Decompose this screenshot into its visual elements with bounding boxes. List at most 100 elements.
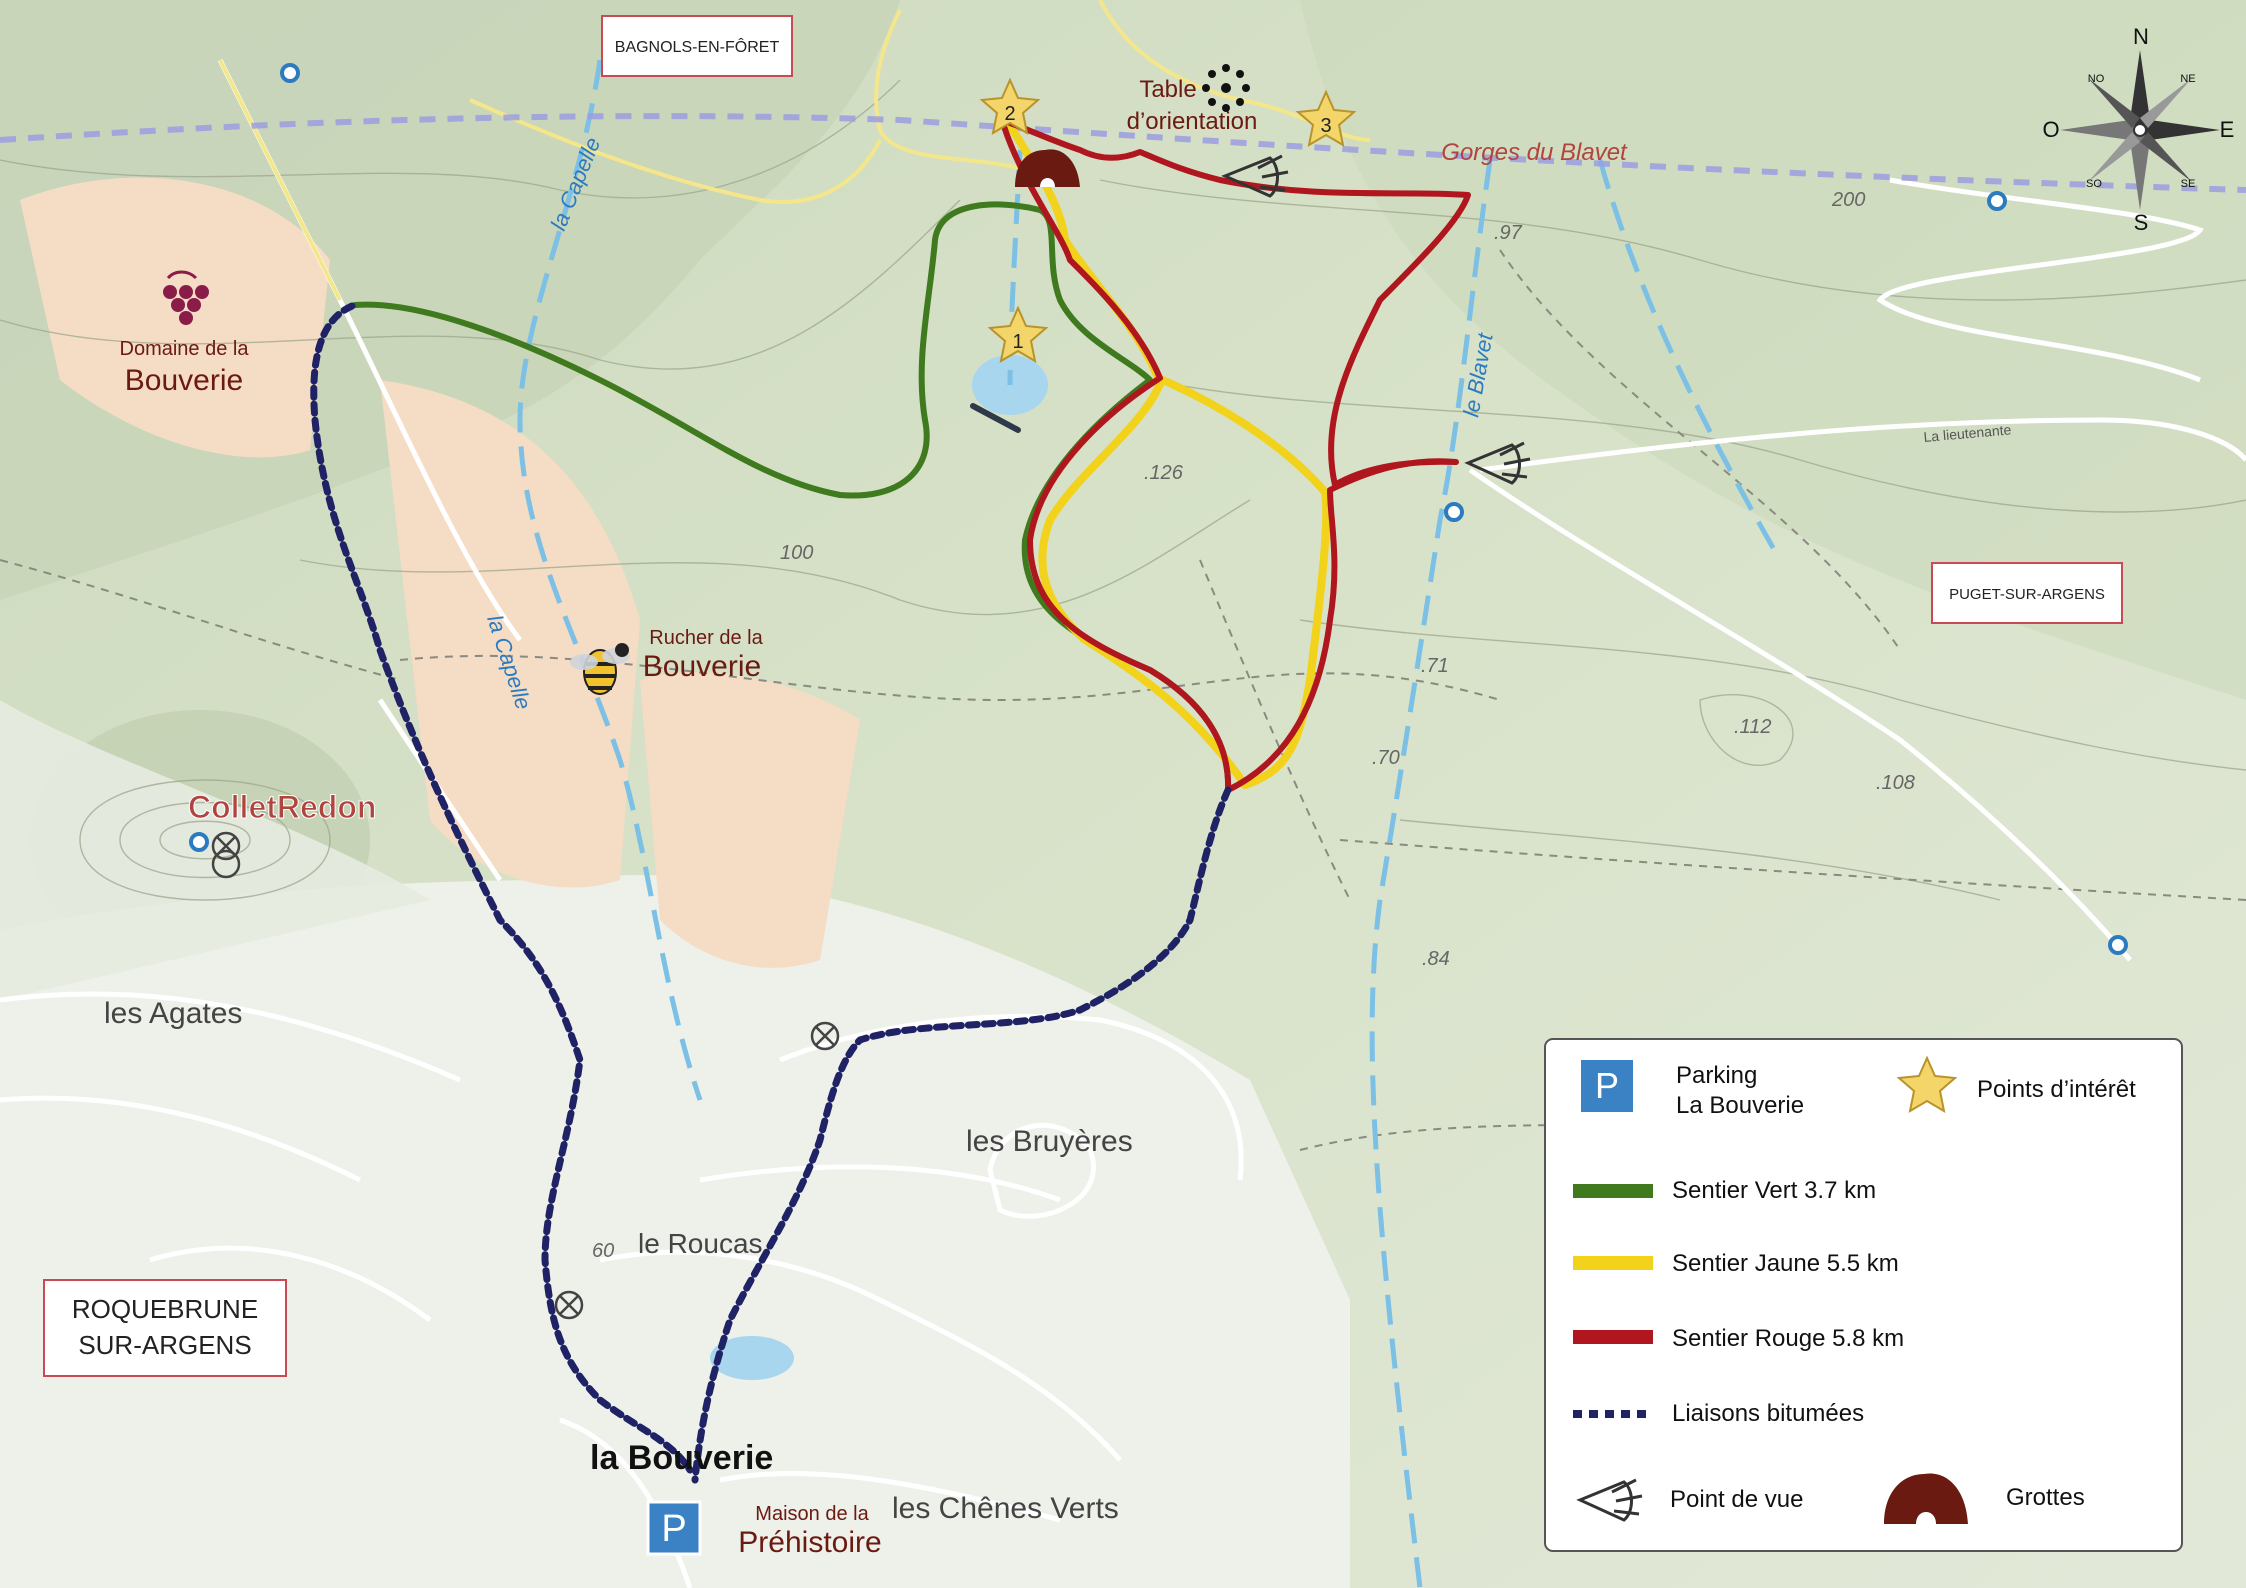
town-roquebrune-line1: ROQUEBRUNE <box>72 1294 258 1324</box>
bus-stops <box>189 63 2128 955</box>
label-maison-1: Maison de la <box>755 1503 869 1525</box>
legend-poi: Points d’intérêt <box>1896 1055 2136 1113</box>
label-rucher-2: Bouverie <box>643 650 761 683</box>
urban-area <box>0 875 1350 1588</box>
compass-e: E <box>2220 117 2235 142</box>
legend-vue: Point de vue <box>1576 1478 1803 1522</box>
lake-south <box>710 1336 794 1380</box>
town-box-bagnols: BAGNOLS-EN-FÔRET <box>601 15 793 77</box>
town-box-roquebrune: ROQUEBRUNE SUR-ARGENS <box>43 1279 287 1377</box>
label-bouverie: la Bouverie <box>590 1439 773 1477</box>
legend: P Parking La Bouverie Points d’intérêt S… <box>1544 1038 2183 1552</box>
poi-number-2: 2 <box>1004 103 1015 125</box>
poi-star-2[interactable]: 2 <box>979 77 1041 135</box>
legend-parking-line2: La Bouverie <box>1676 1092 1804 1119</box>
legend-jaune-label: Sentier Jaune 5.5 km <box>1672 1250 1899 1277</box>
field-rucher <box>380 380 640 888</box>
label-redon: Redon <box>277 789 377 825</box>
legend-parking-line1: Parking <box>1676 1062 1757 1089</box>
grape-icon <box>163 270 209 325</box>
legend-vue-label: Point de vue <box>1670 1486 1803 1513</box>
minor-roads <box>218 0 1371 301</box>
star-icon <box>1295 89 1357 147</box>
trails <box>310 117 1471 1484</box>
bee-icon <box>570 643 630 695</box>
trail-liaison-east <box>691 786 1232 1484</box>
legend-liaisons: Liaisons bitumées <box>1573 1400 1864 1427</box>
river-capelle <box>517 59 703 1101</box>
compass-so: SO <box>2086 178 2102 190</box>
legend-grottes-label: Grottes <box>2006 1484 2085 1511</box>
terrain-shade-east <box>1300 0 2246 700</box>
elev-71: .71 <box>1421 655 1449 677</box>
elev-70: .70 <box>1372 747 1400 769</box>
urban-area-west <box>0 700 430 1000</box>
poi-star-1[interactable]: 1 <box>987 305 1049 363</box>
trail-rouge <box>999 117 1471 793</box>
elev-200: 200 <box>1831 189 1865 211</box>
legend-panel <box>1544 1038 2183 1552</box>
label-bruyeres: les Bruyères <box>966 1125 1133 1158</box>
elev-60: 60 <box>592 1240 614 1262</box>
cave-icon <box>1015 149 1080 187</box>
legend-liaisons-label: Liaisons bitumées <box>1672 1400 1864 1427</box>
legend-parking: P Parking La Bouverie <box>1581 1060 1804 1119</box>
legend-jaune: Sentier Jaune 5.5 km <box>1573 1250 1899 1277</box>
star-icon <box>1896 1055 1958 1113</box>
label-lieutenante: La lieutenante <box>1923 421 2012 445</box>
elevation-labels: 200 100 60 .126 .97 .71 .70 .112 .108 .8… <box>592 189 1915 1262</box>
viewpoint-icon <box>1464 441 1531 485</box>
river-blavet <box>1369 159 1493 1588</box>
parking-marker[interactable]: P <box>646 1500 702 1556</box>
crossing-markers <box>211 831 840 1320</box>
label-table-2: d’orientation <box>1127 108 1258 135</box>
label-gorges-blavet: Gorges du Blavet <box>1441 139 1628 166</box>
orientation-table-icon <box>1202 64 1250 112</box>
elev-84: .84 <box>1422 948 1450 970</box>
compass-ne: NE <box>2180 73 2195 85</box>
star-icon <box>979 77 1041 135</box>
label-domaine-2: Bouverie <box>125 364 243 397</box>
legend-rouge-label: Sentier Rouge 5.8 km <box>1672 1325 1904 1352</box>
compass-rose: N S E O NO NE SO SE <box>2042 24 2234 235</box>
viewpoint-icon <box>1221 154 1289 198</box>
viewpoint-icon <box>1576 1478 1643 1522</box>
legend-poi-label: Points d’intérêt <box>1977 1076 2136 1103</box>
star-icon <box>987 305 1049 363</box>
town-box-puget: PUGET-SUR-ARGENS <box>1931 562 2123 624</box>
elev-108: .108 <box>1876 772 1915 794</box>
label-chenes-verts: les Chênes Verts <box>892 1492 1119 1525</box>
elev-126: .126 <box>1144 462 1184 484</box>
parking-marker-letter: P <box>661 1508 686 1550</box>
compass-n: N <box>2133 24 2149 49</box>
legend-vert: Sentier Vert 3.7 km <box>1573 1177 1876 1204</box>
poi-number-3: 3 <box>1320 115 1331 137</box>
label-domaine-1: Domaine de la <box>120 338 250 360</box>
label-agates: les Agates <box>104 997 242 1030</box>
compass-se: SE <box>2181 178 2196 190</box>
trail-dark-connector <box>970 403 1021 433</box>
compass-no: NO <box>2088 73 2105 85</box>
poi-star-3[interactable]: 3 <box>1295 89 1357 147</box>
town-roquebrune-line2: SUR-ARGENS <box>78 1330 251 1360</box>
legend-vert-label: Sentier Vert 3.7 km <box>1672 1177 1876 1204</box>
label-collet: Collet <box>188 789 277 825</box>
legend-parking-icon: P <box>1595 1065 1619 1106</box>
elev-100: 100 <box>780 542 813 564</box>
label-rucher-1: Rucher de la <box>649 627 763 649</box>
town-bagnols: BAGNOLS-EN-FÔRET <box>615 37 780 56</box>
label-collet-redon: ColletRedon <box>188 789 376 825</box>
elev-112: .112 <box>1734 716 1771 738</box>
compass-s: S <box>2134 210 2149 235</box>
poi-number-1: 1 <box>1012 331 1023 353</box>
field-central <box>640 672 860 968</box>
trail-liaison-west <box>310 302 694 1474</box>
cave-icon <box>1884 1473 1968 1524</box>
field-domaine <box>20 177 330 458</box>
legend-grottes: Grottes <box>1884 1473 2085 1524</box>
trail-vert <box>352 201 1232 793</box>
legend-rouge: Sentier Rouge 5.8 km <box>1573 1325 1904 1352</box>
commune-boundary <box>0 113 2246 193</box>
town-puget: PUGET-SUR-ARGENS <box>1949 586 2105 603</box>
